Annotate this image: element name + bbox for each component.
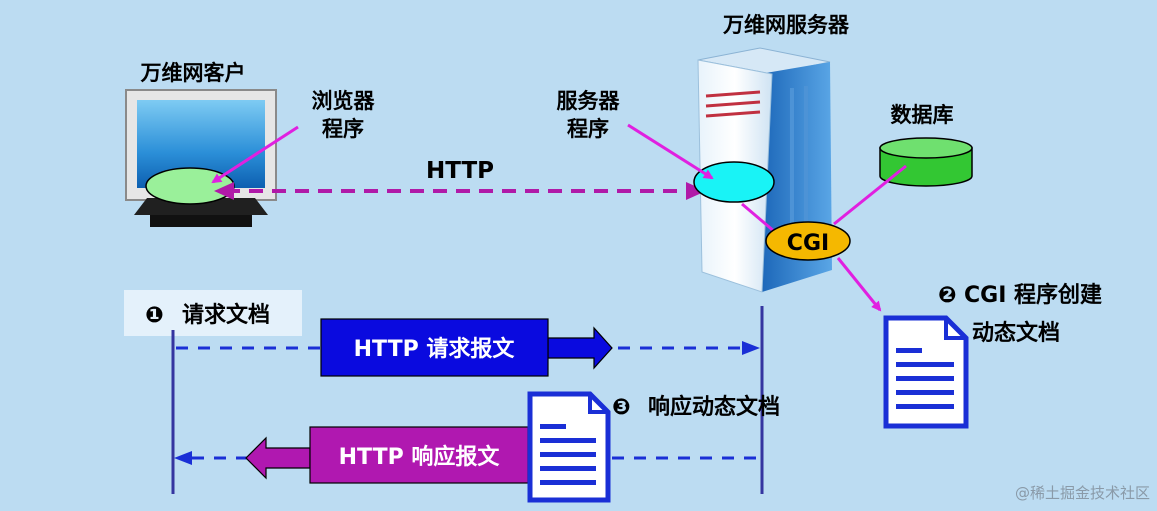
watermark-text: @稀土掘金技术社区 bbox=[1015, 484, 1150, 502]
step2-number: ❷ bbox=[938, 283, 957, 308]
step2-text-line1: CGI 程序创建 bbox=[964, 282, 1102, 308]
response-arrowhead bbox=[174, 451, 192, 465]
step1-label-bg bbox=[124, 290, 302, 336]
http-link-left-arrowhead bbox=[214, 182, 234, 200]
server-program-pointer-arrow bbox=[627, 123, 714, 180]
browser-program-ellipse bbox=[145, 167, 235, 205]
client-computer-icon bbox=[125, 89, 277, 227]
browser-label-line2: 程序 bbox=[322, 117, 364, 141]
response-document-icon bbox=[527, 391, 611, 503]
step1-text: 请求文档 bbox=[182, 302, 270, 328]
response-message-box bbox=[309, 426, 529, 484]
request-message-label: HTTP 请求报文 bbox=[354, 336, 516, 362]
browser-pointer-arrow bbox=[211, 125, 299, 184]
response-block-arrow bbox=[245, 436, 311, 480]
browser-label-line1: 浏览器 bbox=[312, 89, 376, 113]
step3-text: 响应动态文档 bbox=[648, 394, 780, 420]
step1-number: ❶ bbox=[145, 303, 164, 328]
server-program-label-line2: 程序 bbox=[567, 117, 609, 141]
request-message-box bbox=[320, 318, 549, 377]
http-label: HTTP bbox=[426, 158, 494, 184]
step3-number: ❸ bbox=[612, 395, 631, 420]
client-title: 万维网客户 bbox=[140, 61, 246, 85]
dynamic-document-icon bbox=[883, 315, 969, 429]
database-icon bbox=[879, 137, 973, 187]
request-block-arrow bbox=[547, 326, 613, 370]
request-arrowhead bbox=[742, 341, 760, 355]
server-title: 万维网服务器 bbox=[722, 13, 850, 37]
step2-text-line2: 动态文档 bbox=[972, 320, 1060, 346]
http-link-right-arrowhead bbox=[686, 182, 706, 200]
db-to-cgi-line bbox=[833, 164, 907, 226]
cgi-label: CGI bbox=[787, 231, 829, 256]
server-program-label-line1: 服务器 bbox=[557, 89, 621, 113]
cgi-to-document-arrow bbox=[836, 257, 882, 312]
server-program-ellipse bbox=[693, 161, 775, 203]
svg-text:❷: ❷ bbox=[938, 283, 957, 308]
cgi-ellipse bbox=[765, 221, 851, 261]
database-label: 数据库 bbox=[891, 103, 954, 127]
response-message-label: HTTP 响应报文 bbox=[339, 444, 501, 470]
server-to-cgi-line bbox=[741, 202, 776, 234]
